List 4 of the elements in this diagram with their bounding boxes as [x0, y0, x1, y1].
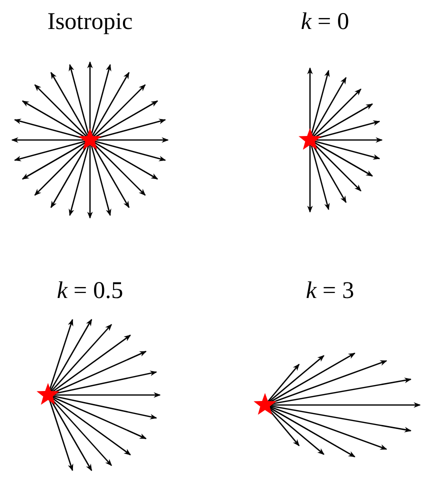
- panel-title: k = 0: [300, 8, 350, 36]
- panel-title: Isotropic: [47, 8, 133, 36]
- panel-title: k = 3: [306, 277, 354, 305]
- panel-title: k = 0.5: [56, 277, 124, 305]
